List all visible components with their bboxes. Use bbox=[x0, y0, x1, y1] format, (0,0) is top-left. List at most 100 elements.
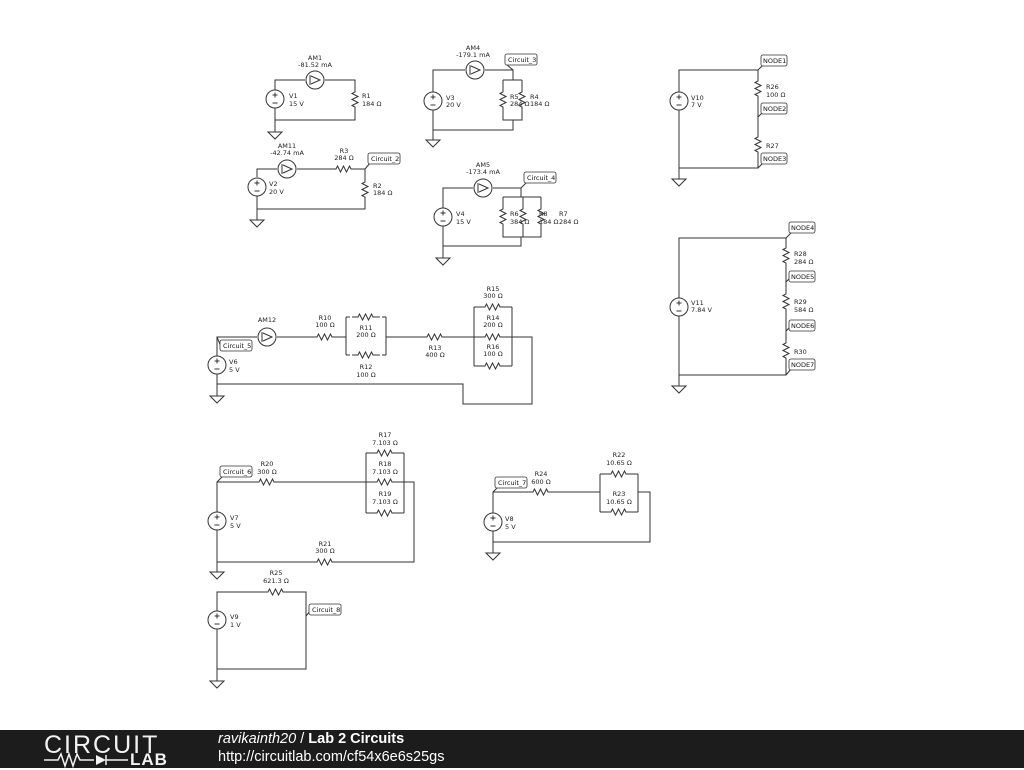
source-v9[interactable]: V9 1 V bbox=[207, 610, 241, 630]
circuit-1: AM1 -81.52 mA V1 15 V R1 184 Ω bbox=[265, 54, 381, 140]
resistor-r27[interactable]: R27 bbox=[754, 130, 779, 160]
logo-lab-text: LAB bbox=[130, 750, 168, 769]
net-label-node1[interactable]: NODE1 bbox=[757, 54, 788, 71]
source-v8[interactable]: V8 5 V bbox=[483, 512, 516, 532]
circuit-2: AM11 -42.74 mA R3 284 Ω V2 20 V R2 184 Ω… bbox=[247, 142, 401, 228]
ground-symbol bbox=[209, 391, 225, 404]
resistor-r21[interactable]: R21 300 Ω bbox=[310, 540, 340, 566]
waveform-icon bbox=[44, 752, 128, 768]
r4-name: R4 bbox=[530, 93, 539, 101]
net-label-circuit-5[interactable]: Circuit_5 bbox=[216, 336, 253, 352]
resistor-r5[interactable]: R5 284 Ω bbox=[499, 85, 529, 115]
r16-value: 100 Ω bbox=[483, 350, 502, 358]
am11-name: AM11 bbox=[278, 142, 296, 150]
resistor-r4[interactable]: R4 184 Ω bbox=[518, 85, 549, 115]
am11-value: -42.74 mA bbox=[270, 149, 304, 157]
r11-name: R11 bbox=[360, 324, 373, 332]
circuitlab-logo-lab[interactable]: LAB bbox=[44, 750, 176, 769]
resistor-r11[interactable]: R11 200 Ω bbox=[351, 313, 381, 339]
resistor-r23[interactable]: R23 10.65 Ω bbox=[604, 490, 634, 516]
resistor-r28[interactable]: R28 284 Ω bbox=[782, 241, 813, 271]
r14-name: R14 bbox=[487, 314, 500, 322]
resistor-r6[interactable]: R6 384 Ω bbox=[499, 202, 529, 232]
svg-text:NODE5: NODE5 bbox=[791, 273, 814, 281]
resistor-r14[interactable]: R14 200 Ω bbox=[478, 314, 508, 341]
am1-value: -81.52 mA bbox=[298, 61, 332, 69]
resistor-r13[interactable]: R13 400 Ω bbox=[420, 333, 450, 359]
r25-value: 621.3 Ω bbox=[263, 577, 289, 585]
r11-value: 200 Ω bbox=[356, 331, 375, 339]
svg-text:Circuit_5: Circuit_5 bbox=[223, 342, 251, 350]
resistor-r16[interactable]: R16 100 Ω bbox=[478, 343, 508, 370]
resistor-r20[interactable]: R20 300 Ω bbox=[252, 460, 282, 486]
resistor-r25[interactable]: R25 621.3 Ω bbox=[261, 569, 291, 596]
svg-text:NODE2: NODE2 bbox=[763, 105, 786, 113]
source-v4[interactable]: V4 15 V bbox=[433, 207, 471, 227]
r13-value: 400 Ω bbox=[425, 351, 444, 359]
net-label-node2[interactable]: NODE2 bbox=[757, 102, 788, 118]
resistor-r3[interactable]: R3 284 Ω bbox=[329, 147, 359, 173]
net-label-circuit-8[interactable]: Circuit_8 bbox=[305, 603, 342, 617]
r20-value: 300 Ω bbox=[257, 468, 276, 476]
am1-name: AM1 bbox=[308, 54, 322, 62]
resistor-r1[interactable]: R1 184 Ω bbox=[351, 85, 381, 115]
source-v10[interactable]: V10 7 V bbox=[669, 91, 704, 111]
svg-text:Circuit_4: Circuit_4 bbox=[527, 174, 555, 182]
circuit-3: AM4 -179.1 mA V3 20 V R5 284 Ω R4 184 Ω … bbox=[423, 44, 549, 148]
resistor-r18[interactable]: R18 7.103 Ω bbox=[370, 460, 400, 486]
schematic-canvas[interactable]: AM1 -81.52 mA V1 15 V R1 184 Ω AM4 -179.… bbox=[0, 0, 1024, 730]
ammeter-am4[interactable]: AM4 -179.1 mA bbox=[456, 44, 490, 80]
r15-value: 300 Ω bbox=[483, 292, 502, 300]
net-label-circuit-6[interactable]: Circuit_6 bbox=[216, 465, 253, 483]
net-label-node3[interactable]: NODE3 bbox=[757, 152, 788, 169]
net-label-node7[interactable]: NODE7 bbox=[785, 358, 816, 376]
source-v11[interactable]: V11 7.84 V bbox=[669, 297, 713, 317]
resistor-r17[interactable]: R17 7.103 Ω bbox=[370, 431, 400, 457]
ground-symbol bbox=[671, 381, 687, 394]
r30-name: R30 bbox=[794, 348, 807, 356]
source-v7[interactable]: V7 5 V bbox=[207, 511, 241, 531]
r17-value: 7.103 Ω bbox=[372, 439, 398, 447]
resistor-r2[interactable]: R2 184 Ω bbox=[361, 175, 392, 205]
net-label-node6[interactable]: NODE6 bbox=[785, 319, 816, 332]
resistor-r24[interactable]: R24 600 Ω bbox=[526, 470, 556, 496]
resistor-r12[interactable]: R12 100 Ω bbox=[351, 351, 381, 379]
project-title[interactable]: Lab 2 Circuits bbox=[308, 731, 405, 747]
r29-name: R29 bbox=[794, 298, 807, 306]
r26-name: R26 bbox=[766, 83, 779, 91]
source-v1[interactable]: V1 15 V bbox=[265, 89, 304, 109]
ammeter-am1[interactable]: AM1 -81.52 mA bbox=[298, 54, 332, 90]
r2-value: 184 Ω bbox=[373, 189, 392, 197]
resistor-r30[interactable]: R30 bbox=[782, 336, 807, 366]
v9-name: V9 bbox=[230, 613, 239, 621]
ground-symbol bbox=[209, 676, 225, 689]
resistor-r10[interactable]: R10 100 Ω bbox=[310, 314, 340, 341]
r25-name: R25 bbox=[270, 569, 283, 577]
resistor-r7[interactable]: R7 284 Ω bbox=[537, 202, 578, 232]
r28-name: R28 bbox=[794, 250, 807, 258]
resistor-r15[interactable]: R15 300 Ω bbox=[478, 285, 508, 311]
r10-value: 100 Ω bbox=[315, 321, 334, 329]
source-v2[interactable]: V2 20 V bbox=[247, 177, 284, 197]
net-label-circuit-7[interactable]: Circuit_7 bbox=[492, 476, 528, 493]
net-label-circuit-2[interactable]: Circuit_2 bbox=[364, 152, 401, 170]
resistor-r19[interactable]: R19 7.103 Ω bbox=[370, 490, 400, 517]
source-v6[interactable]: V6 5 V bbox=[207, 355, 240, 375]
resistor-r22[interactable]: R22 10.65 Ω bbox=[604, 451, 634, 478]
ammeter-am5[interactable]: AM5 -173.4 mA bbox=[466, 161, 500, 198]
v3-value: 20 V bbox=[446, 101, 461, 109]
ammeter-am12[interactable]: AM12 bbox=[257, 316, 277, 347]
net-label-circuit-3[interactable]: Circuit_3 bbox=[504, 53, 538, 71]
source-v3[interactable]: V3 20 V bbox=[423, 91, 461, 111]
ammeter-am11[interactable]: AM11 -42.74 mA bbox=[270, 142, 304, 179]
project-owner-link[interactable]: ravikainth20 bbox=[218, 731, 297, 747]
circuitlab-logo[interactable]: CIRCUIT bbox=[44, 731, 160, 759]
net-label-circuit-4[interactable]: Circuit_4 bbox=[520, 171, 557, 189]
r6-name: R6 bbox=[510, 210, 519, 218]
ground-symbol bbox=[209, 567, 225, 580]
resistor-r26[interactable]: R26 100 Ω bbox=[754, 74, 785, 104]
project-url[interactable]: http://circuitlab.com/cf54x6e6s25gs bbox=[218, 749, 445, 765]
net-label-node5[interactable]: NODE5 bbox=[785, 270, 816, 283]
resistor-r29[interactable]: R29 584 Ω bbox=[782, 287, 813, 317]
net-label-node4[interactable]: NODE4 bbox=[785, 221, 816, 239]
